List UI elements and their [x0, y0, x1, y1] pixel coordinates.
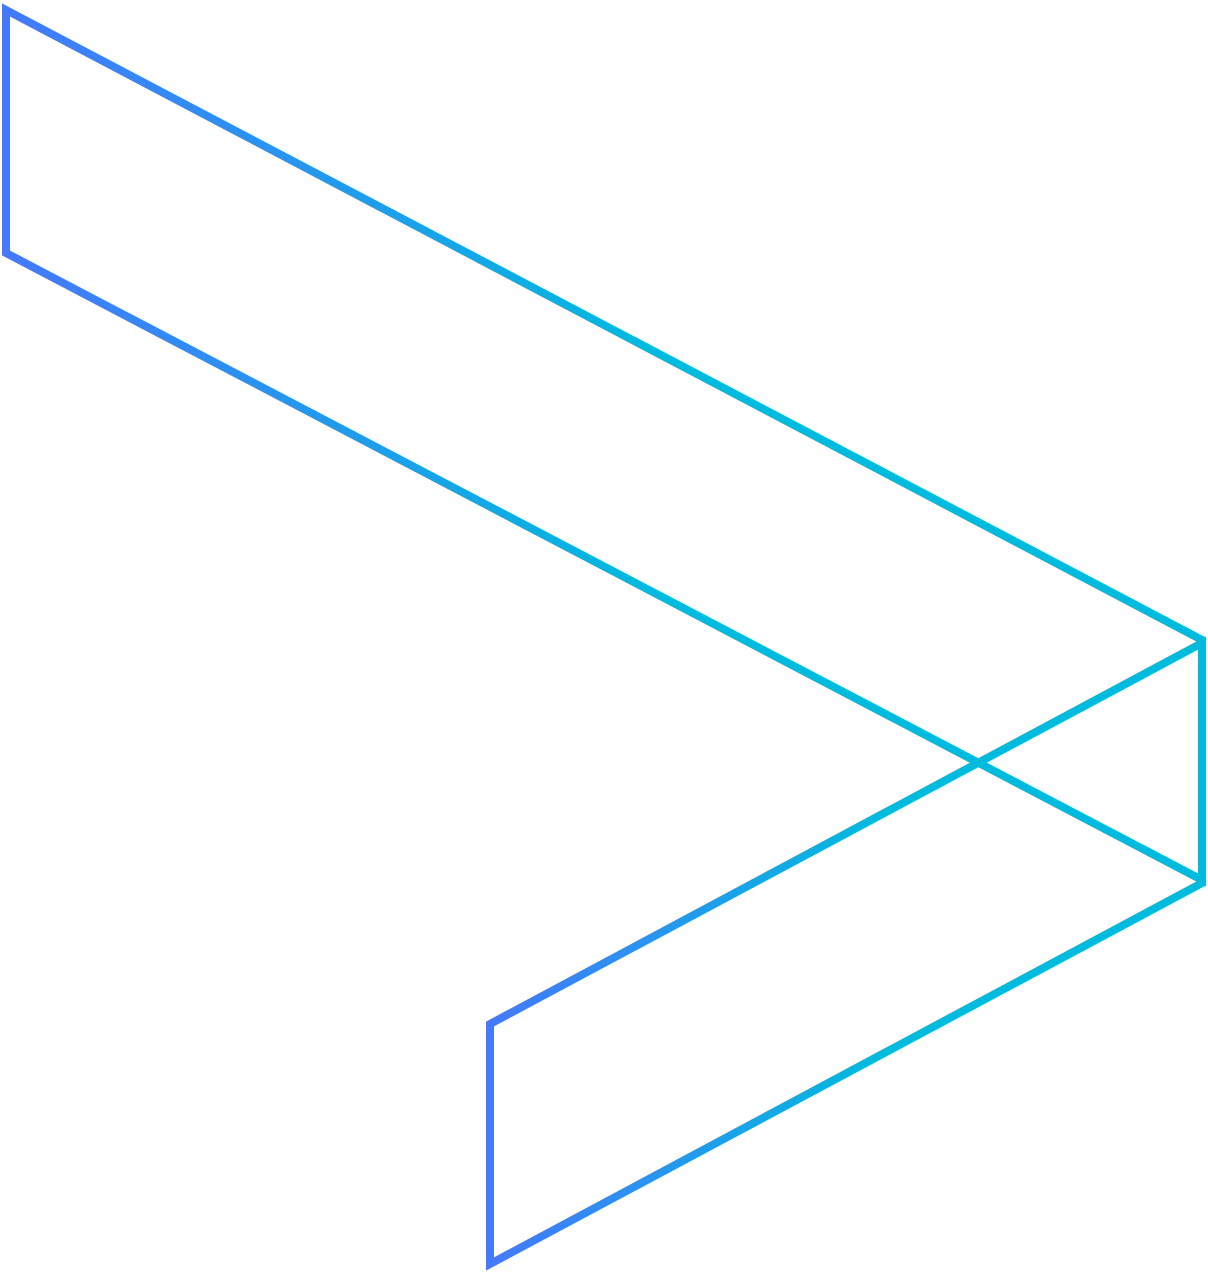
upper-ribbon-band [2, 3, 1206, 887]
lower-ribbon-band [486, 636, 1206, 1271]
